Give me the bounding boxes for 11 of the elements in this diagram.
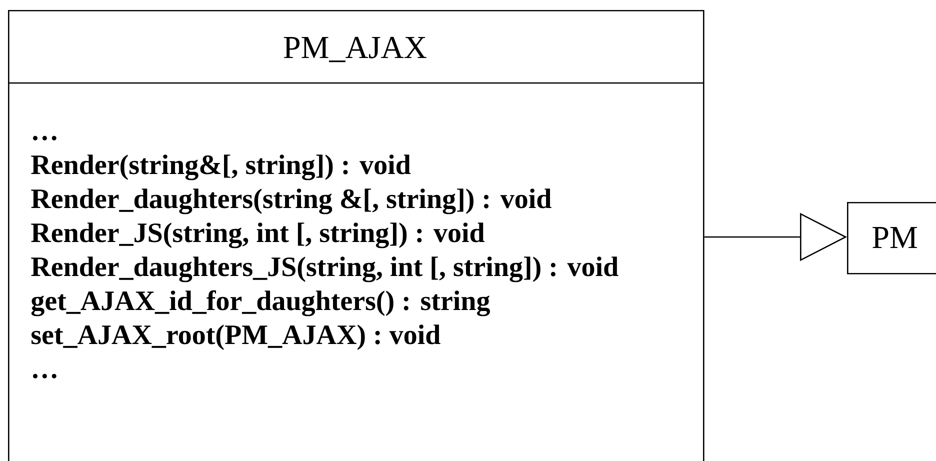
member-line: Render_daughters(string &[, string]) : void xyxy=(31,188,552,214)
member-line: Render_daughters_JS(string, int [, string]) : void xyxy=(31,256,618,282)
class-box: PM xyxy=(847,202,936,274)
member-line: Render_JS(string, int [, string]) : void xyxy=(31,222,485,248)
member-line: … xyxy=(32,374,56,378)
class-name: PM_AJAX xyxy=(284,36,426,62)
member-line: set_AJAX_root(PM_AJAX) : void xyxy=(32,324,440,350)
member-line: Render(string&[, string]) : void xyxy=(31,154,411,180)
class-box xyxy=(8,10,704,461)
member-line: get_AJAX_id_for_daughters() : string xyxy=(31,290,490,316)
member-line: … xyxy=(32,136,56,140)
